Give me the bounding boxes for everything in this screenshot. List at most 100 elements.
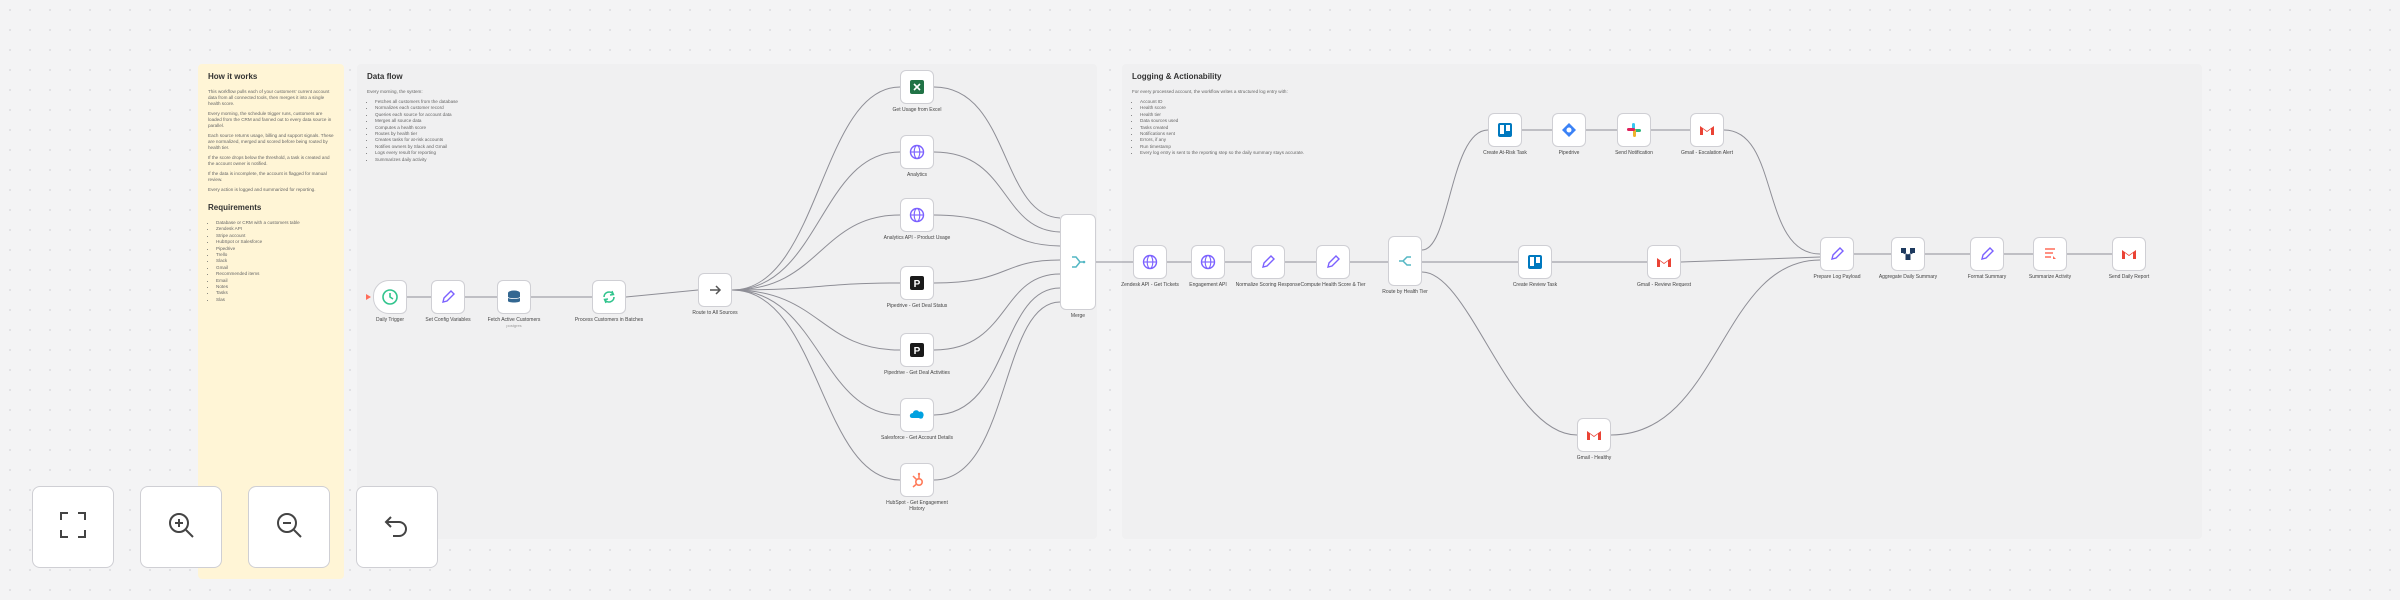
sticky-how-it-works[interactable]: How it works This workflow pulls each of… — [198, 64, 344, 579]
node-process-batches[interactable]: Process Customers in Batches — [575, 280, 643, 323]
summarize-icon — [2040, 244, 2060, 264]
connection-edge — [933, 86, 1061, 219]
node-compute-score[interactable]: Compute Health Score & Tier — [1300, 245, 1366, 288]
node-label: Merge — [1070, 313, 1086, 319]
node-prepare-log[interactable]: Prepare Log Payload — [1814, 237, 1860, 280]
node-gmail-healthy[interactable]: Gmail - Healthy — [1577, 418, 1611, 461]
node-label: Get Usage from Excel — [892, 107, 942, 113]
node-route-health-tier[interactable]: Route by Health Tier — [1382, 236, 1428, 295]
node-aggregate[interactable]: Aggregate Daily Summary — [1879, 237, 1937, 280]
node-label: Analytics — [906, 172, 927, 178]
node-pipedrive-alt[interactable]: Pipedrive — [1552, 113, 1586, 156]
list-item: Errors, if any — [1140, 137, 1480, 143]
list-item: Data sources used — [1140, 118, 1480, 124]
node-format-summary[interactable]: Format Summary — [1968, 237, 2006, 280]
trello-icon — [1495, 120, 1515, 140]
node-send-daily-report[interactable]: Send Daily Report — [2109, 237, 2149, 280]
list-item: Tasks — [216, 290, 334, 296]
globe-icon — [907, 205, 927, 225]
sticky-title: How it works — [208, 72, 258, 81]
connection-edge — [731, 289, 901, 416]
node-zendesk-api[interactable]: Zendesk API - Get Tickets — [1121, 245, 1179, 288]
node-label: Gmail - Healthy — [1576, 455, 1612, 461]
sticky-paragraph: For every processed account, the workflo… — [1132, 89, 1288, 94]
connection-edge — [1610, 259, 1821, 436]
node-analytics-api[interactable]: Analytics API - Product Usage — [884, 198, 950, 241]
node-label: Pipedrive - Get Deal Activities — [884, 370, 950, 376]
node-hubspot[interactable]: HubSpot - Get Engagement History — [886, 463, 948, 512]
reset-zoom-button[interactable] — [356, 486, 438, 568]
list-item: Health score — [1140, 105, 1480, 111]
pencil-icon — [1323, 252, 1343, 272]
svg-text:P: P — [914, 346, 921, 357]
node-excel[interactable]: Get Usage from Excel — [893, 70, 941, 113]
node-engagement-api[interactable]: Engagement API — [1189, 245, 1227, 288]
sticky-paragraph: If the score drops below the threshold, … — [208, 155, 330, 166]
connection-edge — [1421, 271, 1578, 436]
node-label: Normalize Scoring Response — [1235, 282, 1301, 288]
sticky-paragraph: If the data is incomplete, the account i… — [208, 171, 327, 182]
sticky-paragraph: Each source returns usage, billing and s… — [208, 133, 334, 150]
node-gmail-escalation[interactable]: Gmail - Escalation Alert — [1681, 113, 1733, 156]
node-label-text: Set Config Variables — [425, 317, 471, 323]
list-item: Notes — [216, 284, 334, 290]
zoom-in-button[interactable] — [140, 486, 222, 568]
logging-list: Account ID Health score Health tier Data… — [1132, 99, 1480, 157]
node-label-text: Fetch Active Customers — [487, 317, 541, 323]
node-label: Zendesk API - Get Tickets — [1121, 282, 1179, 288]
node-pipedrive-deal-status[interactable]: P Pipedrive - Get Deal Status — [887, 266, 947, 309]
list-item: Account ID — [1140, 99, 1480, 105]
node-slack[interactable]: Send Notification — [1615, 113, 1653, 156]
fit-view-button[interactable] — [32, 486, 114, 568]
list-item: Run timestamp — [1140, 144, 1480, 150]
node-summarize[interactable]: Summarize Activity — [2029, 237, 2071, 280]
gmail-icon — [1654, 252, 1674, 272]
slack-icon — [1624, 120, 1644, 140]
node-label: Create Review Task — [1512, 282, 1558, 288]
connection-edge — [933, 273, 1061, 351]
list-item: Email — [216, 278, 334, 284]
node-analytics[interactable]: Analytics — [900, 135, 934, 178]
sticky-title: Logging & Actionability — [1132, 72, 1222, 81]
sticky-title: Data flow — [367, 72, 403, 81]
salesforce-icon — [907, 405, 927, 425]
node-set-config[interactable]: Set Config Variables — [425, 280, 471, 323]
node-trello-at-risk[interactable]: Create At-Risk Task — [1483, 113, 1527, 156]
pencil-icon — [1258, 252, 1278, 272]
pencil-icon — [1977, 244, 1997, 264]
node-normalize[interactable]: Normalize Scoring Response — [1236, 245, 1300, 288]
node-trello-review[interactable]: Create Review Task — [1513, 245, 1557, 288]
node-label: Gmail - Review Request — [1637, 282, 1691, 288]
node-salesforce[interactable]: Salesforce - Get Account Details — [881, 398, 953, 441]
undo-icon — [381, 509, 413, 546]
sticky-logging[interactable]: Logging & Actionability For every proces… — [1122, 64, 2202, 539]
node-label: Pipedrive - Get Deal Status — [886, 303, 948, 309]
loop-icon — [599, 287, 619, 307]
node-daily-trigger[interactable]: Daily Trigger — [366, 280, 407, 323]
svg-text:P: P — [914, 279, 921, 290]
zoom-out-button[interactable] — [248, 486, 330, 568]
gmail-icon — [1697, 120, 1717, 140]
node-route-all-sources[interactable]: Route to All Sources — [692, 273, 738, 316]
connection-edge — [1723, 129, 1821, 255]
trigger-marker — [366, 294, 371, 300]
node-label: Send Daily Report — [2108, 274, 2150, 280]
connection-edge — [731, 282, 901, 291]
sticky-paragraph: Every morning, the schedule trigger runs… — [208, 111, 332, 128]
node-subtitle: postgres — [506, 323, 522, 328]
node-label: Pipedrive — [1558, 150, 1580, 156]
pipedrive-alt-icon — [1559, 120, 1579, 140]
list-item: Notifications sent — [1140, 131, 1480, 137]
list-item: Logs every result for reporting — [375, 150, 615, 156]
node-label: Compute Health Score & Tier — [1300, 282, 1366, 288]
gmail-icon — [1584, 425, 1604, 445]
node-merge[interactable]: Merge — [1060, 214, 1096, 319]
node-pipedrive-deal-activities[interactable]: P Pipedrive - Get Deal Activities — [884, 333, 950, 376]
zoom-in-icon — [165, 509, 197, 546]
node-gmail-review[interactable]: Gmail - Review Request — [1637, 245, 1691, 288]
connection-edge — [731, 151, 901, 291]
list-item: Creates tasks for at-risk accounts — [375, 137, 615, 143]
